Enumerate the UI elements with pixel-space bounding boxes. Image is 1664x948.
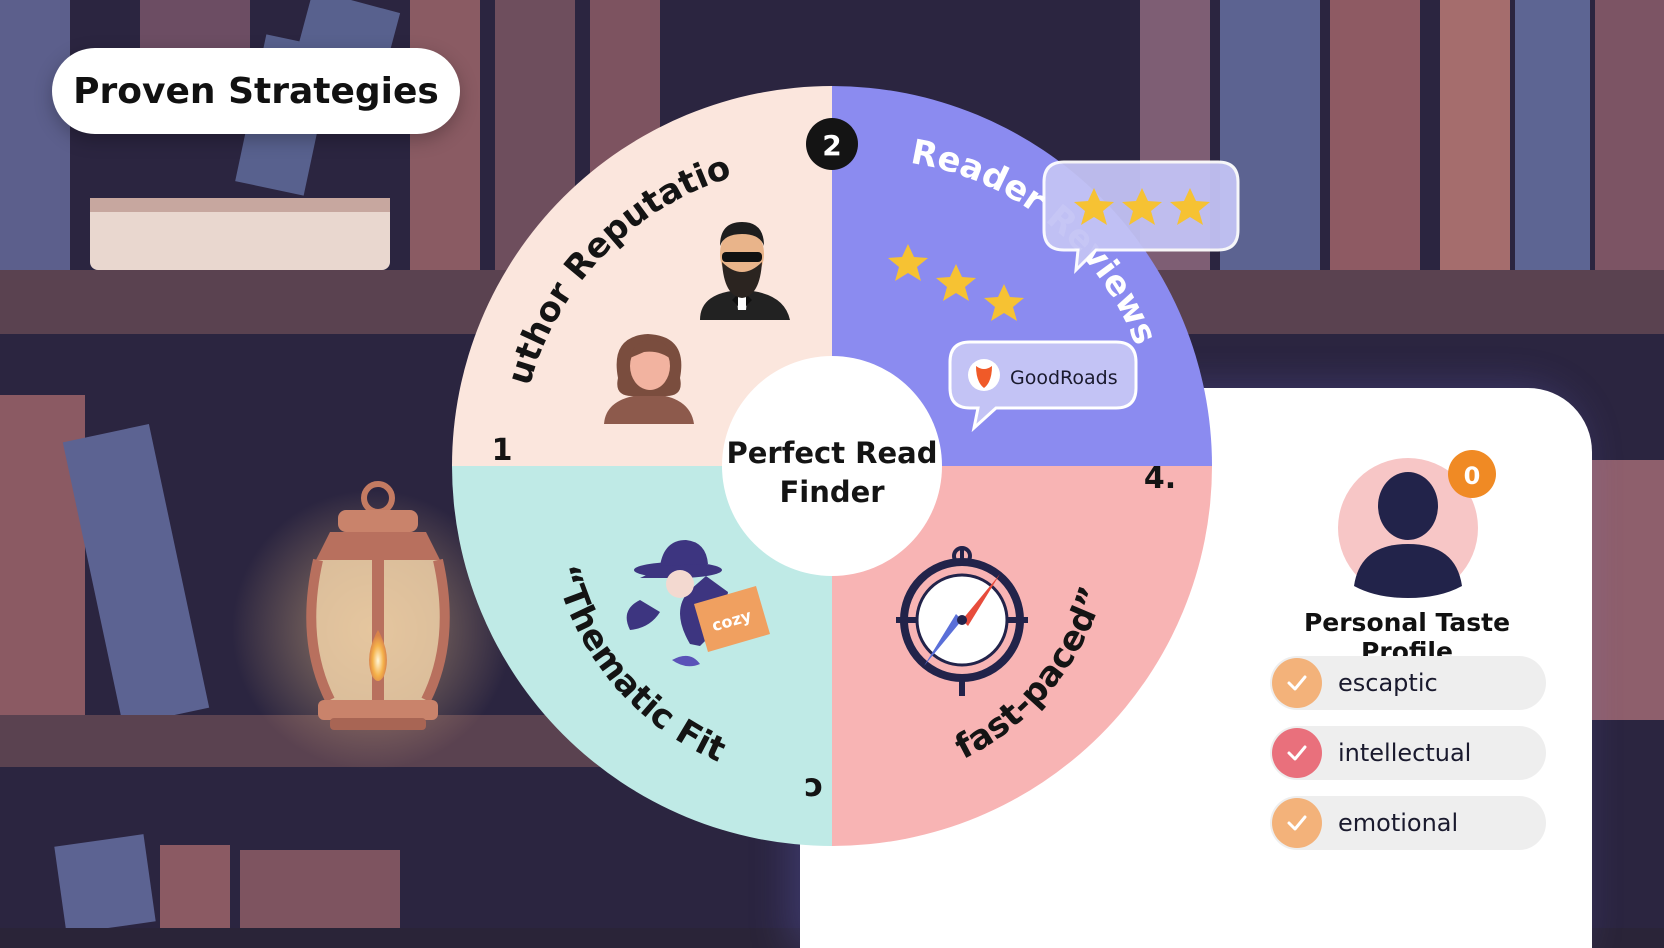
bearded-author-icon xyxy=(700,222,790,320)
segment-thematic-fit[interactable] xyxy=(452,466,832,846)
compass-icon xyxy=(896,546,1028,696)
lantern-icon xyxy=(232,481,512,770)
check-icon xyxy=(1272,798,1322,848)
trait-chip-escaptic[interactable]: escaptic xyxy=(1270,656,1546,710)
upper-shelf-books xyxy=(0,0,1664,280)
check-icon xyxy=(1272,728,1322,778)
check-icon xyxy=(1272,658,1322,708)
trait-label: escaptic xyxy=(1338,669,1438,697)
trait-chip-emotional[interactable]: emotional xyxy=(1270,796,1546,850)
person-silhouette-icon xyxy=(1354,472,1462,598)
segment-author-reputation[interactable] xyxy=(452,86,832,466)
segment-number-3: ↄ xyxy=(805,766,824,804)
notification-count: 0 xyxy=(1464,462,1481,490)
segment-number-2-badge xyxy=(806,118,858,170)
bottom-shelf-books xyxy=(54,834,400,928)
goodroads-badge[interactable]: GoodRoads xyxy=(948,340,1138,433)
segment-number-4: 4. xyxy=(1144,461,1176,496)
svg-text:GoodRoads: GoodRoads xyxy=(1010,367,1118,389)
page-title: Proven Strategies xyxy=(52,48,460,134)
trait-label: intellectual xyxy=(1338,739,1472,767)
trait-label: emotional xyxy=(1338,809,1459,837)
lower-shelf-books xyxy=(0,395,1664,726)
strategy-wheel: Author Reputation “Reader Reviews” “Them… xyxy=(0,0,1240,846)
segment-number-2: 2 xyxy=(822,129,841,162)
woman-author-icon xyxy=(604,334,694,424)
profile-avatar[interactable]: 0 xyxy=(1330,440,1500,600)
segment-number-1: 1 xyxy=(492,433,513,468)
reader-hat-icon xyxy=(626,540,728,667)
wheel-center-hub[interactable] xyxy=(722,356,942,576)
wheel-center-label-line1: Perfect Read xyxy=(727,436,938,470)
trait-chip-intellectual[interactable]: intellectual xyxy=(1270,726,1546,780)
cozy-tag: cozy xyxy=(694,586,770,652)
speech-bubble-stars-icon xyxy=(1042,160,1240,275)
segment-fast-paced[interactable] xyxy=(832,466,1212,846)
notification-badge xyxy=(1448,450,1496,498)
star-icon-row xyxy=(888,244,1024,321)
wheel-center-label-line2: Finder xyxy=(779,475,885,509)
